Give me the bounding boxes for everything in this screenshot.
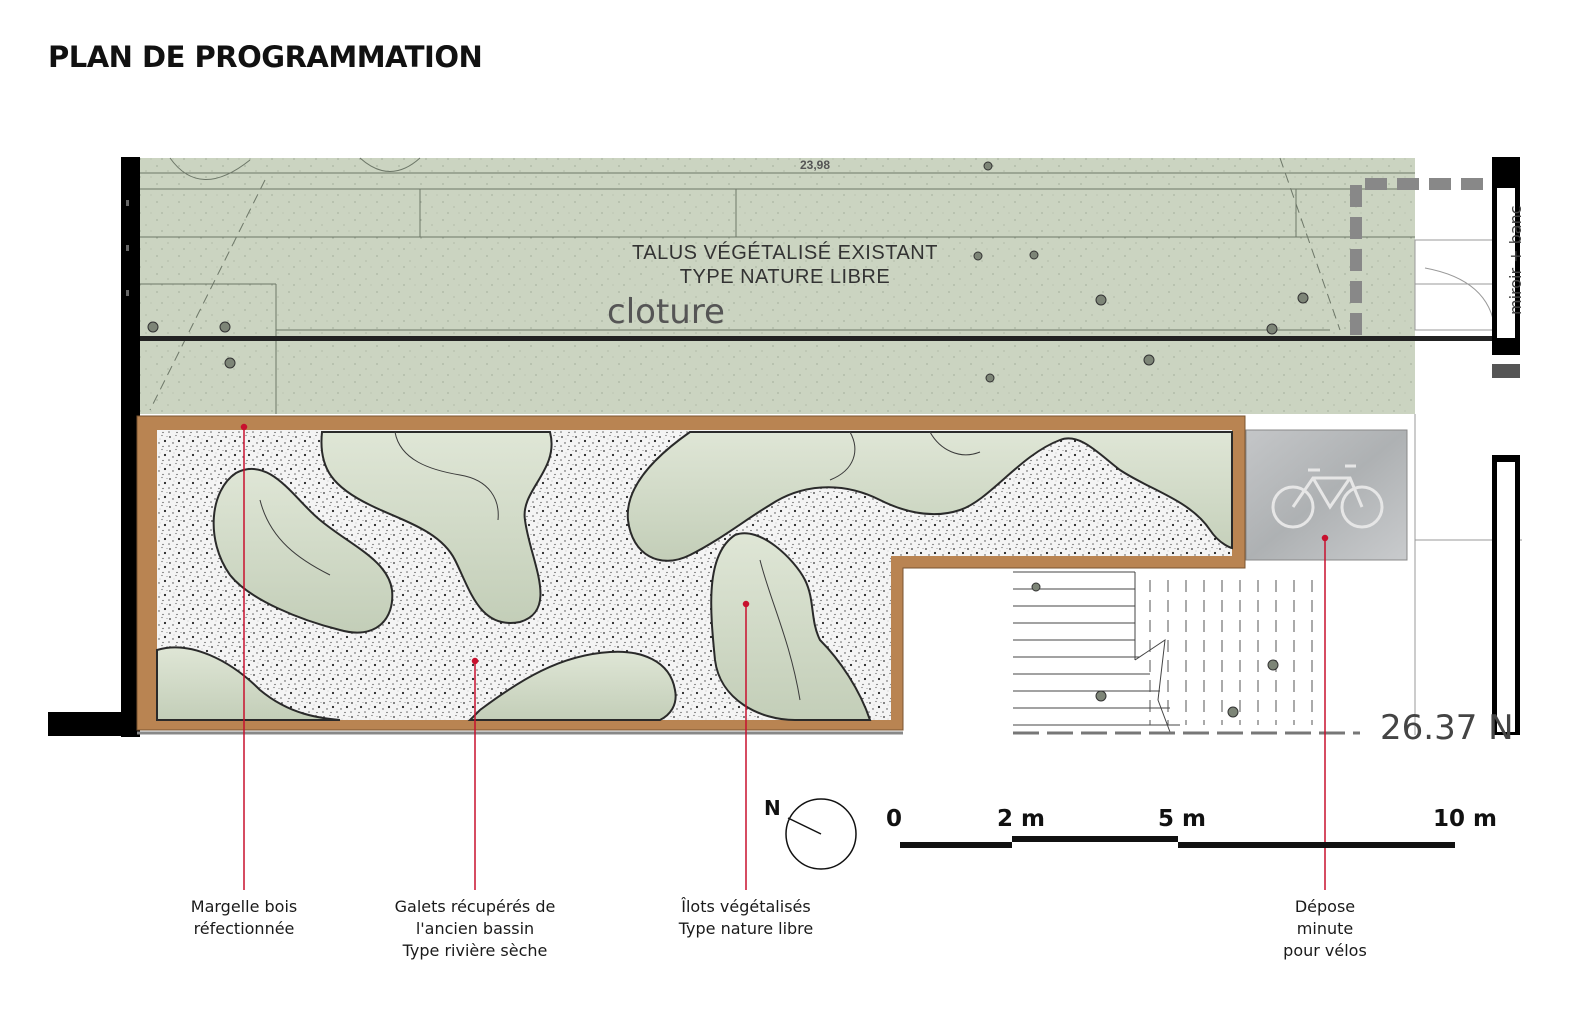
- talus-label-line2: TYPE NATURE LIBRE: [679, 266, 891, 288]
- side-note-label: miroir + banc: [1506, 205, 1522, 315]
- talus-label: TALUS VÉGÉTALISÉ EXISTANT TYPE NATURE LI…: [585, 241, 985, 289]
- callout-text: Galets récupérés de: [394, 897, 556, 916]
- talus-area: [140, 158, 1415, 414]
- callout-leaders: [240, 423, 1329, 890]
- wall-left-foot: [48, 712, 140, 736]
- callout-text: Type nature libre: [678, 919, 814, 938]
- side-note-clip: miroir + banc: [1500, 160, 1522, 330]
- callout-galets: Galets récupérés de l'ancien bassin Type…: [360, 896, 590, 962]
- bike-icon: [1271, 464, 1384, 529]
- stairs: [1013, 571, 1413, 735]
- callout-text: minute: [1296, 919, 1354, 938]
- dimension-label: 23,98: [800, 158, 831, 172]
- callout-margelle: Margelle bois réfectionnée: [129, 896, 359, 940]
- scale-label-2m: 2 m: [997, 806, 1045, 832]
- page-title: PLAN DE PROGRAMMATION: [48, 40, 483, 74]
- vegetated-islands: [156, 431, 1233, 721]
- scale-label-5m: 5 m: [1158, 806, 1206, 832]
- scale-bar: [900, 836, 1455, 848]
- callout-ilots: Îlots végétalisés Type nature libre: [631, 896, 861, 940]
- callout-text: réfectionnée: [193, 919, 295, 938]
- elevation-label: 26.37 N: [1380, 708, 1514, 748]
- callout-text: Type rivière sèche: [402, 941, 548, 960]
- talus-label-line1: TALUS VÉGÉTALISÉ EXISTANT: [632, 242, 938, 264]
- callout-text: Îlots végétalisés: [681, 897, 811, 916]
- callout-velos: Dépose minute pour vélos: [1210, 896, 1440, 962]
- callout-text: Margelle bois: [190, 897, 298, 916]
- cloture-line: [140, 336, 1510, 341]
- cloture-label: cloture: [607, 292, 725, 332]
- north-arrow: [785, 798, 857, 870]
- callout-text: Dépose: [1294, 897, 1356, 916]
- callout-text: pour vélos: [1283, 941, 1367, 960]
- wall-left: [121, 157, 140, 737]
- scale-label-0: 0: [886, 806, 903, 832]
- callout-text: l'ancien bassin: [415, 919, 535, 938]
- north-label: N: [764, 796, 781, 820]
- scale-label-10m: 10 m: [1433, 806, 1497, 832]
